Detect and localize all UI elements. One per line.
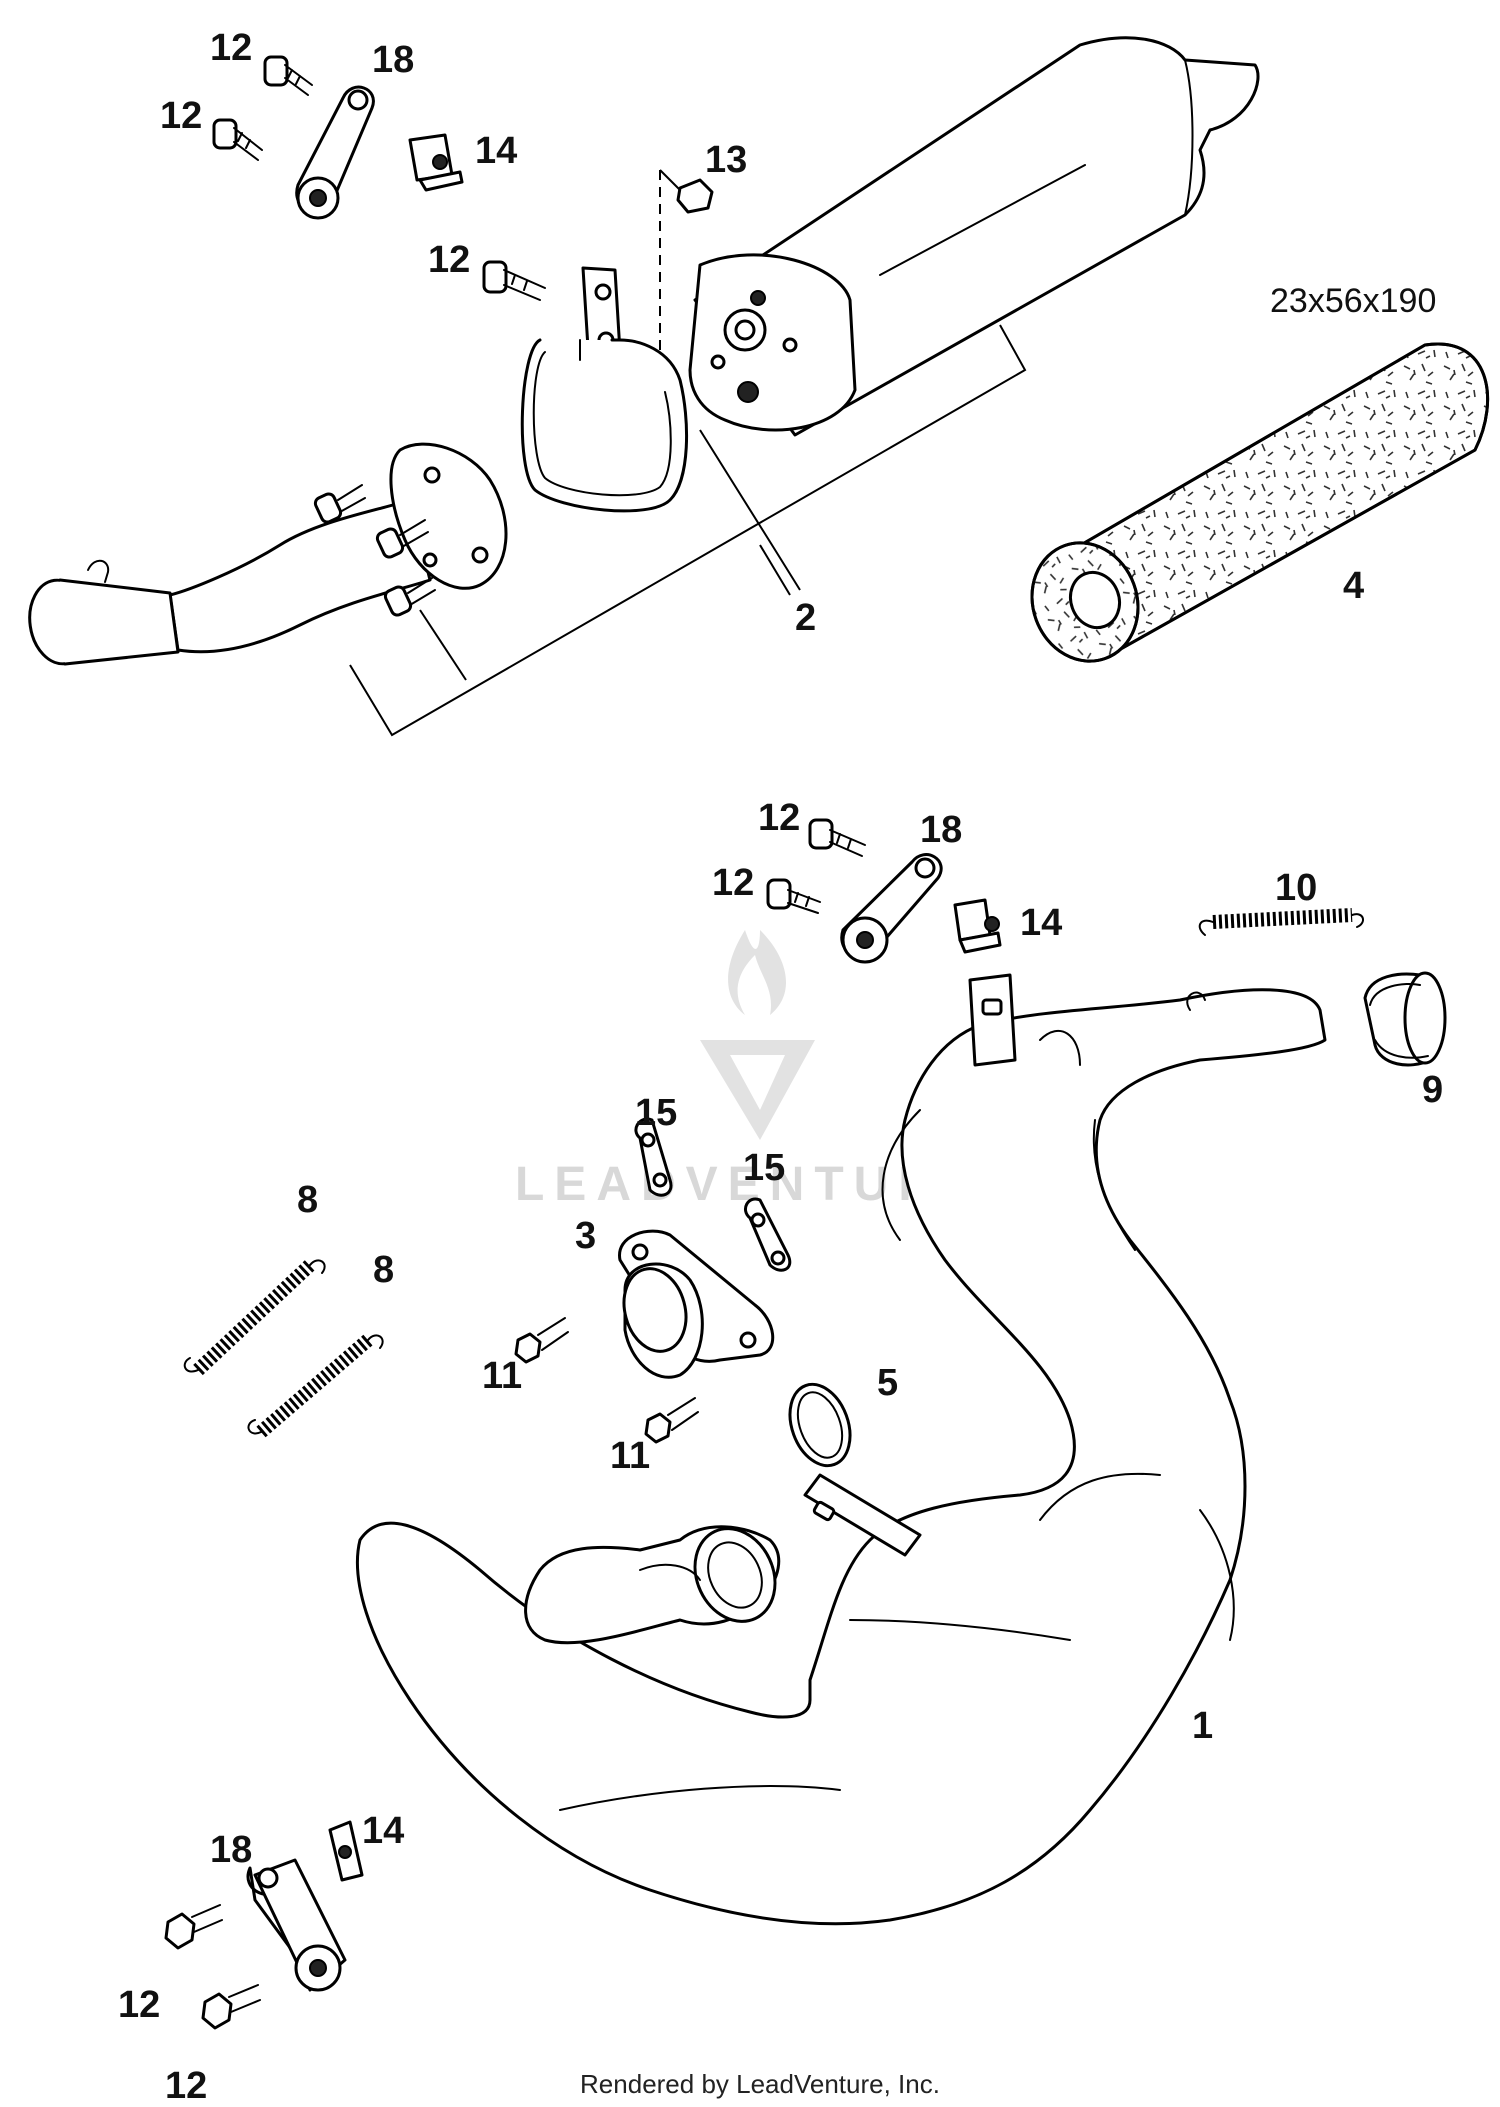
- part-10-spring: [1198, 908, 1364, 936]
- callout-3: 3: [575, 1215, 596, 1257]
- part-14-clip-nut-top: [408, 133, 464, 192]
- callout-12b: 12: [160, 95, 202, 137]
- part-12-bolt-bottom-a: [164, 1904, 223, 1950]
- callout-15a: 15: [635, 1092, 677, 1134]
- part-12-bolt-middle-b: [766, 878, 821, 914]
- callout-1: 1: [1192, 1705, 1213, 1747]
- part-9-sleeve: [1363, 971, 1447, 1067]
- callout-18b: 18: [920, 809, 962, 851]
- callout-18c: 18: [210, 1829, 252, 1871]
- callout-8b: 8: [373, 1249, 394, 1291]
- callout-12e: 12: [712, 862, 754, 904]
- callout-12c: 12: [428, 239, 470, 281]
- muffler-inlet-pipe: [28, 442, 508, 666]
- callout-8a: 8: [297, 1179, 318, 1221]
- packing-dimension: 23x56x190: [1270, 282, 1436, 320]
- part-1-expansion-chamber: [356, 973, 1327, 1926]
- callout-18a: 18: [372, 39, 414, 81]
- muffler-clamp: [520, 266, 689, 513]
- callout-11b: 11: [610, 1435, 650, 1477]
- part-15-plate-a: [634, 1117, 673, 1197]
- callout-12f: 12: [118, 1984, 160, 2026]
- callout-12a: 12: [210, 27, 252, 69]
- part-3-flange: [618, 1229, 775, 1379]
- part-12-bolt-bottom-b: [201, 1984, 261, 2030]
- callout-15b: 15: [743, 1147, 785, 1189]
- callout-4: 4: [1343, 565, 1364, 607]
- callout-14b: 14: [1020, 902, 1062, 944]
- part-18-link-plate-top: [295, 85, 375, 220]
- callout-10: 10: [1275, 867, 1317, 909]
- callout-14a: 14: [475, 130, 517, 172]
- callout-labels: 12 12 18 14 13 12 2 4 23x56x190 12 12 18…: [118, 27, 1443, 2107]
- part-11-bolt-b: [644, 1397, 699, 1444]
- callout-11a: 11: [482, 1355, 522, 1397]
- part-13-nut: [659, 169, 714, 378]
- watermark-text: LEADVENTURE: [515, 1158, 985, 1211]
- part-8-spring-a: [183, 1259, 326, 1376]
- muffler-silencer: [688, 36, 1260, 437]
- part-11-bolt-a: [514, 1317, 569, 1364]
- part-18-link-plate-middle: [840, 853, 943, 964]
- footer-credit: Rendered by LeadVenture, Inc.: [580, 2069, 940, 2099]
- leadventure-watermark: LEADVENTURE: [515, 930, 985, 1211]
- callout-14c: 14: [362, 1810, 404, 1852]
- callout-2: 2: [795, 597, 816, 639]
- part-8-spring-b: [247, 1334, 384, 1438]
- callout-12d: 12: [758, 797, 800, 839]
- part-5-gasket: [788, 1382, 852, 1468]
- part-18-link-plate-bottom: [246, 1858, 347, 1992]
- part-4-packing: [1030, 342, 1489, 663]
- part-2-assembly-bracket: [349, 324, 1027, 737]
- callout-5: 5: [877, 1362, 898, 1404]
- part-14-clip-nut-middle: [953, 898, 1002, 954]
- part-15-plate-b: [744, 1197, 792, 1272]
- part-12-bolt-top-b: [212, 118, 263, 161]
- part-12-bolt-top-a: [263, 55, 313, 96]
- part-14-clip-nut-bottom: [328, 1820, 364, 1882]
- part-12-bolt-clamp: [482, 260, 546, 301]
- callout-12g: 12: [165, 2065, 207, 2107]
- callout-9: 9: [1422, 1069, 1443, 1111]
- part-12-bolt-middle-a: [808, 818, 866, 857]
- flange-bolts: [313, 484, 436, 617]
- callout-13: 13: [705, 139, 747, 181]
